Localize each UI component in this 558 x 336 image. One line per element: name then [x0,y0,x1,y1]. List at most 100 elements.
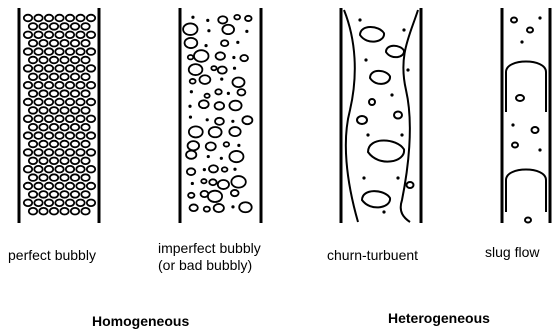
bubble [76,149,84,156]
bubble [45,132,53,139]
bubble [218,16,227,23]
bubble [29,158,37,165]
bubble [29,23,37,30]
dispersed-droplet [364,58,367,61]
bubble [229,151,243,162]
bubble [50,23,58,30]
bubble [24,116,32,123]
bubble [186,151,196,159]
bubble [60,23,68,30]
dispersed-droplet [231,120,234,123]
dispersed-droplet [520,40,523,43]
bubble [29,90,37,97]
bubble [39,191,47,198]
tube-imperfect-bubbly [180,8,261,223]
bubble [45,183,53,190]
bubble [45,65,53,72]
bubble [29,141,37,148]
bubble [55,32,63,39]
dispersed-droplet [402,28,405,31]
bubble [183,23,197,35]
bubble [29,40,37,47]
bubble [45,99,53,106]
bubble [240,55,248,61]
bubble [34,200,42,207]
bubble [66,116,74,123]
bubble [215,118,224,125]
bubble [76,48,84,55]
bubble [71,174,79,181]
bubble [39,124,47,131]
bubble [39,74,47,81]
bubble [39,174,47,181]
bubble [24,65,32,72]
bubble [76,15,84,22]
bubble [34,15,42,22]
bubble [76,166,84,173]
bubble [189,204,197,211]
dispersed-droplet [191,16,194,19]
dispersed-droplet [204,44,207,47]
dispersed-droplet [236,41,239,44]
bubble [55,116,63,123]
dispersed-droplet [231,205,234,208]
gas-blob [360,27,384,42]
bubble [60,90,68,97]
dispersed-droplet [396,176,399,179]
bubble [222,167,228,171]
dispersed-droplet [207,29,210,32]
dispersed-droplet [382,210,385,213]
bubble [187,168,195,175]
bubble [39,141,47,148]
bubble [34,99,42,106]
bubble [45,82,53,89]
bubble [71,23,79,30]
label-perfect-bubbly: perfect bubbly [8,247,96,264]
taylor-bubble [506,62,546,113]
bubble [39,158,47,165]
gas-blob [386,46,404,57]
bubble [76,116,84,123]
bubble [231,190,239,196]
bubble [81,208,89,215]
bubble [34,149,42,156]
bubble [224,142,230,146]
bubble [218,180,229,189]
bubble [55,183,63,190]
dispersed-droplet [203,168,206,171]
bubble [189,126,203,137]
bubble [237,89,245,95]
bubble [24,82,32,89]
bubble [71,107,79,114]
bubble [71,158,79,165]
bubble [204,94,209,98]
dispersed-droplet [207,155,210,158]
bubble [66,149,74,156]
bubble [50,90,58,97]
interface-line-left [344,10,358,222]
bubble [76,82,84,89]
bubble [45,116,53,123]
bubble [527,28,533,33]
bubble [45,48,53,55]
bubble [60,57,68,64]
bubble [204,207,210,212]
bubble [66,99,74,106]
bubble [39,208,47,215]
bubble [55,200,63,207]
bubble [55,65,63,72]
label-slug-flow: slug flow [485,244,539,261]
bubble [87,99,95,106]
bubble [34,183,42,190]
label-churn-turbulent: churn-turbuent [327,247,418,264]
bubble [45,15,53,22]
bubble [45,166,53,173]
bubble [209,165,218,172]
bubble [76,99,84,106]
bubble [66,183,74,190]
bubble [76,132,84,139]
bubble [29,74,37,81]
bubble [232,77,244,87]
dispersed-droplet [232,56,235,59]
